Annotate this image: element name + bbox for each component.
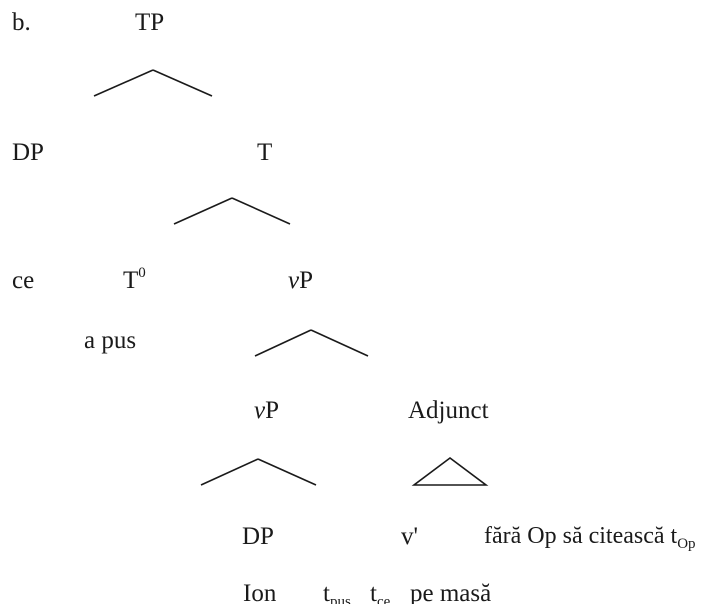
node-pe-masa: pe masă xyxy=(410,580,492,604)
node-tp: TP xyxy=(135,9,165,36)
node-t0: T0 xyxy=(123,265,146,294)
edge-tp-right xyxy=(152,69,213,97)
trace-pus-subscript: pus xyxy=(329,594,351,604)
trace-ce-subscript: ce xyxy=(376,594,391,604)
edge-t-left xyxy=(173,197,233,225)
trace-pus-base: t xyxy=(323,580,330,604)
node-t0-base: T xyxy=(123,267,139,294)
node-vp-top: vP xyxy=(288,268,313,293)
edge-tp-left xyxy=(93,69,154,97)
node-trace-pus: tpus xyxy=(323,581,351,604)
adjunct-clause-subscript: Op xyxy=(677,536,696,552)
adjunct-clause-text: fără Op să citească t xyxy=(484,523,678,549)
node-adjunct-clause: fără Op să citească tOp xyxy=(484,523,696,552)
node-t0-superscript: 0 xyxy=(138,265,146,281)
edge-vp-top-right xyxy=(310,329,369,357)
example-label: b. xyxy=(12,9,31,36)
node-trace-ce: tce xyxy=(370,581,390,604)
node-ce: ce xyxy=(12,267,35,294)
edge-t-right xyxy=(231,197,291,225)
node-vp-top-v: v xyxy=(288,267,300,294)
node-ion: Ion xyxy=(243,580,277,604)
node-dp-spec: DP xyxy=(12,139,44,166)
node-vp-lower-v: v xyxy=(254,397,266,424)
node-v-bar: v' xyxy=(401,523,419,550)
node-vp-lower-p: P xyxy=(265,397,280,424)
node-a-pus: a pus xyxy=(84,327,137,354)
node-vp-top-p: P xyxy=(299,267,314,294)
node-adjunct: Adjunct xyxy=(408,397,489,424)
edge-vp-lower-left xyxy=(200,458,259,486)
node-vp-lower: vP xyxy=(254,398,279,423)
node-t-bar: T xyxy=(257,139,273,166)
trace-ce-base: t xyxy=(370,580,377,604)
node-dp-subject: DP xyxy=(242,523,274,550)
adjunct-triangle xyxy=(411,457,489,486)
edge-vp-lower-right xyxy=(257,458,317,486)
edge-vp-top-left xyxy=(254,329,312,357)
